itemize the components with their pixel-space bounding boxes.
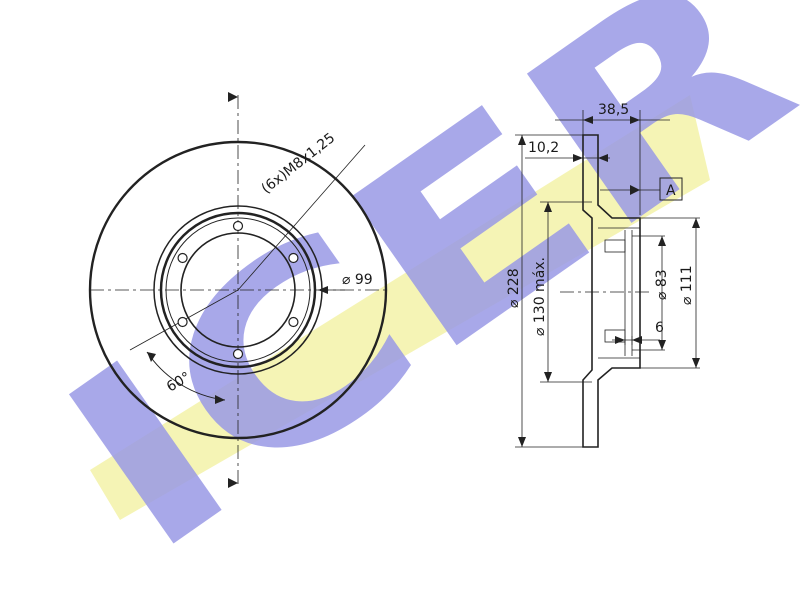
bolt-hole (288, 252, 299, 264)
disc-section-profile (582, 134, 641, 448)
bolt-hole (288, 316, 299, 328)
watermark-band (90, 95, 710, 520)
outer-diameter-label: ⌀ 228 (506, 268, 522, 308)
hub-diameter-label: ⌀ 99 (342, 272, 373, 288)
bore-diameter-label: ⌀ 83 (654, 269, 670, 300)
datum-label: A (666, 183, 676, 199)
datum-box (659, 177, 683, 201)
step-width-label: 6 (655, 320, 664, 336)
bolt-holes (177, 220, 299, 360)
bolt-hole (232, 348, 244, 360)
flange-diameter-label: ⌀ 111 (679, 265, 695, 305)
hub-bore (180, 232, 296, 348)
overall-width-label: 38,5 (598, 102, 629, 118)
disc-outer-edge (88, 140, 388, 440)
disc-thickness-label: 10,2 (528, 140, 559, 156)
max-diameter-label: ⌀ 130 máx. (532, 257, 548, 336)
hub-ring-inner (159, 211, 317, 369)
section-view: 38,5 10,2 A ⌀ 228 ⌀ 130 (506, 102, 700, 448)
bolt-hole (177, 316, 188, 328)
bolt-hole (232, 220, 244, 232)
bolt-hole (177, 252, 188, 264)
